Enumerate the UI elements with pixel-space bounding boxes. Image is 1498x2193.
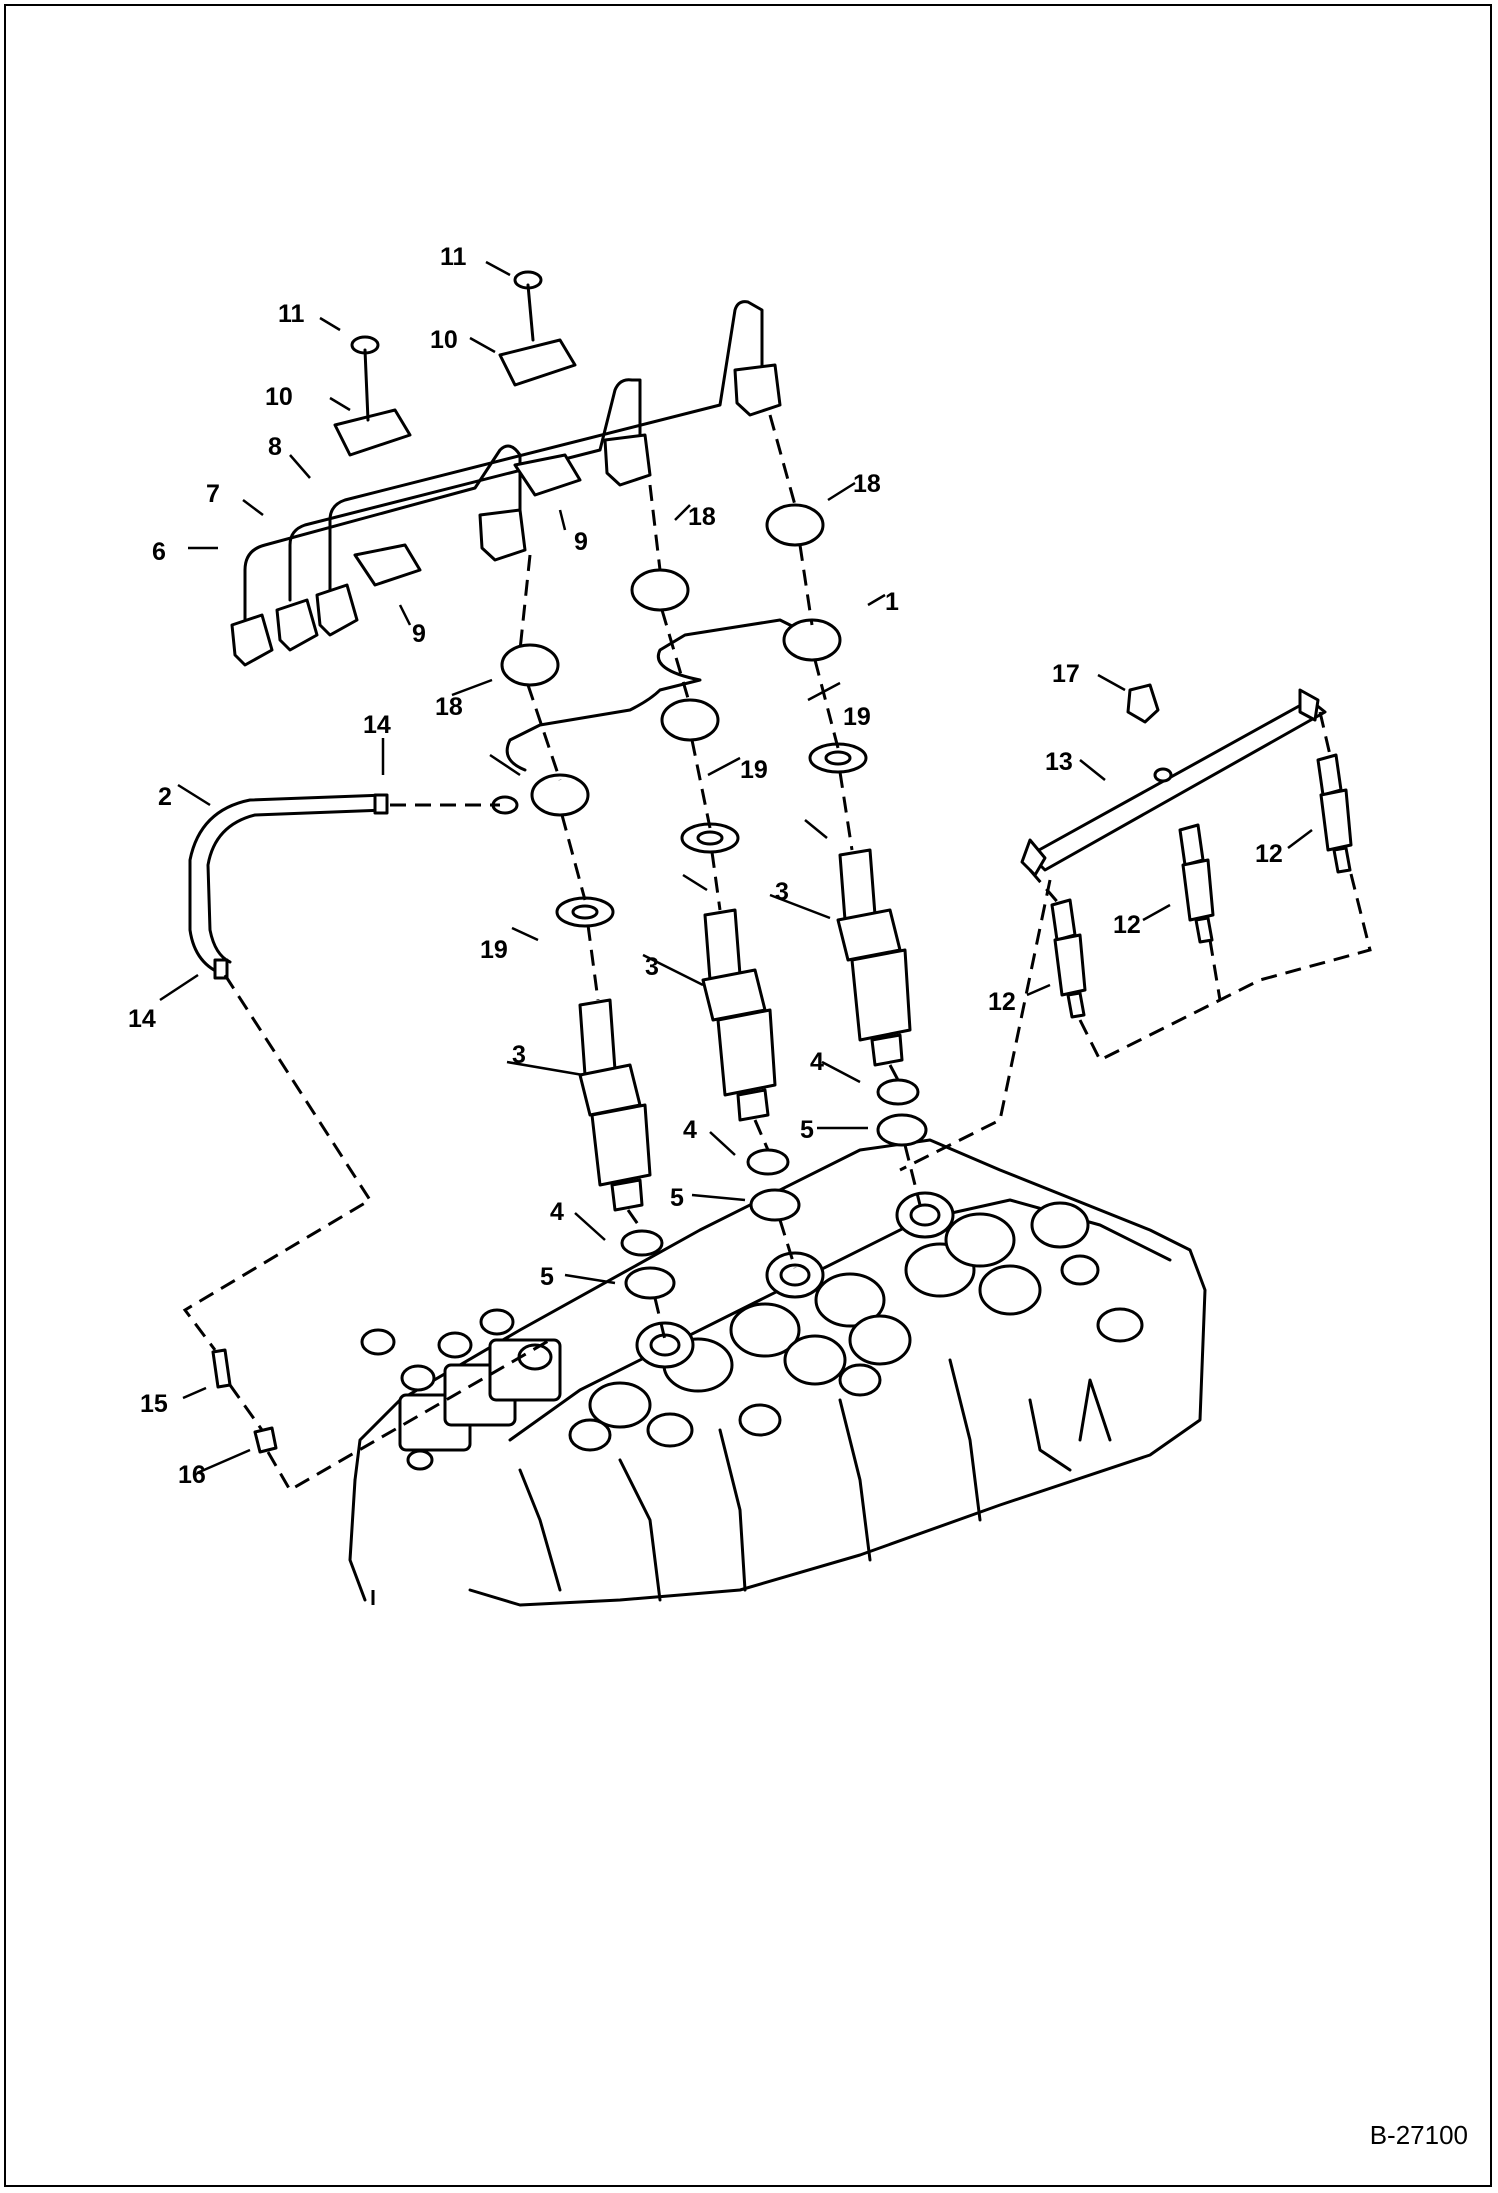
- callout-11: 11: [440, 243, 467, 271]
- callout-18: 18: [853, 470, 881, 498]
- callout-1: 1: [885, 588, 899, 616]
- return-hose: [188, 793, 389, 980]
- callout-15: 15: [140, 1390, 168, 1418]
- callout-16: 16: [178, 1461, 206, 1489]
- callout-19: 19: [740, 756, 768, 784]
- callout-10: 10: [430, 326, 458, 354]
- callout-18: 18: [435, 693, 463, 721]
- bleed-screw: [211, 1348, 278, 1454]
- callout-12: 12: [1255, 840, 1283, 868]
- callout-13: 13: [1045, 748, 1073, 776]
- callout-6: 6: [152, 538, 166, 566]
- injection-lines: [230, 300, 782, 667]
- cylinder-head: [348, 1138, 1207, 1607]
- callout-11: 11: [278, 300, 305, 328]
- callout-3: 3: [775, 878, 789, 906]
- callout-2: 2: [158, 783, 172, 811]
- drawing-frame: [4, 4, 1492, 2187]
- injectors: [578, 848, 912, 1212]
- leader-lines: [159, 260, 1313, 1475]
- callout-4: 4: [550, 1198, 564, 1226]
- document-number: B-27100: [1369, 2120, 1468, 2150]
- callout-7: 7: [206, 480, 220, 508]
- callout-19: 19: [480, 936, 508, 964]
- callout-3: 3: [645, 953, 659, 981]
- callout-14: 14: [128, 1005, 156, 1033]
- callout-labels: 11 11 10 10 8 7 6 9 9 18 18 18 1 19 19 1…: [128, 243, 1283, 1489]
- callout-4: 4: [810, 1048, 824, 1076]
- callout-14: 14: [363, 711, 391, 739]
- callout-18: 18: [688, 503, 716, 531]
- leak-off-pipe: [491, 618, 842, 817]
- callout-12: 12: [988, 988, 1016, 1016]
- callout-5: 5: [670, 1184, 684, 1212]
- callout-17: 17: [1052, 660, 1080, 688]
- assembly-lines: [182, 414, 1372, 1605]
- callout-12: 12: [1113, 911, 1141, 939]
- callout-3: 3: [512, 1041, 526, 1069]
- callout-5: 5: [800, 1116, 814, 1144]
- callout-8: 8: [268, 433, 282, 461]
- callout-5: 5: [540, 1263, 554, 1291]
- glow-plug-assembly: [1020, 683, 1353, 1019]
- callout-10: 10: [265, 383, 293, 411]
- callout-19: 19: [843, 703, 871, 731]
- callout-9: 9: [412, 620, 426, 648]
- callout-9: 9: [574, 528, 588, 556]
- callout-4: 4: [683, 1116, 697, 1144]
- line-clamps: [333, 270, 582, 587]
